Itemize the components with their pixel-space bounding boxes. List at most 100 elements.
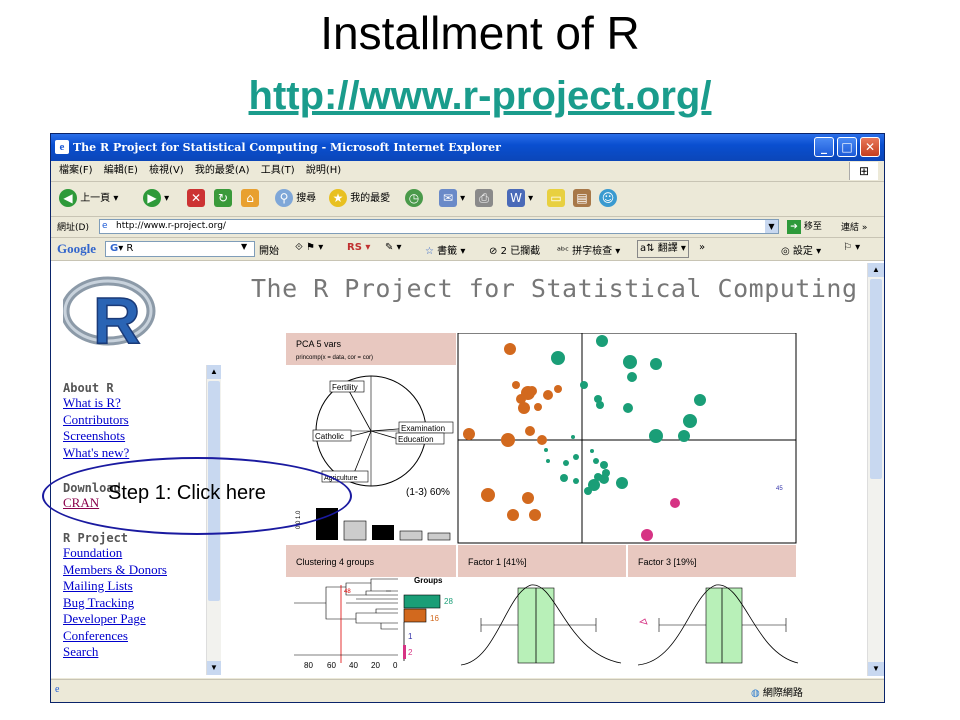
status-bar: e ◍ 網際網路 <box>51 679 884 702</box>
cluster-title: Clustering 4 groups <box>296 557 375 567</box>
main-scroll-up-icon[interactable]: ▲ <box>868 263 884 277</box>
google-logo: Google <box>57 241 96 256</box>
group-bar-2 <box>403 608 427 623</box>
forward-icon: ▶ <box>143 189 161 207</box>
spellcheck-button[interactable]: ᵃᵇᶜ 拼字檢查 ▾ <box>557 246 621 257</box>
main-scroll-thumb[interactable] <box>870 279 882 479</box>
var-catholic: Catholic <box>315 432 344 441</box>
google-dropdown-icon[interactable]: ▼ <box>241 242 248 251</box>
cluster-header <box>286 545 456 577</box>
nav-link-search[interactable]: Search <box>63 644 99 659</box>
standard-toolbar: ◀ 上一頁 ▾ ▶ ▾ ✕ ↻ ⌂ ⚲ 搜尋 ★ 我的最愛 ◷ ✉ ▾ ⎙ W … <box>51 182 884 217</box>
dendro-tick-60: 60 <box>327 661 336 670</box>
popup-blocker[interactable]: ⊘ 2 已攔截 <box>489 246 541 257</box>
back-button[interactable]: ◀ 上一頁 ▾ <box>59 188 118 210</box>
print-icon: ⎙ <box>475 189 493 207</box>
nav-about: About R What is R? Contributors Screensh… <box>63 381 129 461</box>
address-dropdown-icon[interactable]: ▼ <box>765 220 778 233</box>
menu-view[interactable]: 檢視(V) <box>149 165 184 176</box>
dendro-cut-label: 48 <box>344 589 351 595</box>
menu-file[interactable]: 檔案(F) <box>59 165 93 176</box>
go-button[interactable]: ➔ 移至 <box>787 219 822 234</box>
google-tools-icons[interactable]: ⟐ ⚑ ▾ <box>295 242 324 253</box>
search-button[interactable]: ⚲ 搜尋 <box>275 188 316 210</box>
group-count-4: 2 <box>408 648 413 657</box>
var-education: Education <box>398 435 434 444</box>
groups-title: Groups <box>414 576 443 585</box>
factor3-title: Factor 3 [19%] <box>638 557 697 567</box>
more-chevron-icon[interactable]: » <box>699 242 706 253</box>
refresh-icon: ↻ <box>214 189 232 207</box>
discuss-button[interactable]: ▭ <box>547 188 565 210</box>
dendro-tick-0: 0 <box>393 661 398 670</box>
menu-tools[interactable]: 工具(T) <box>260 165 295 176</box>
page-icon: e <box>102 221 108 231</box>
translate-button[interactable]: a⇅ 翻譯 ▾ <box>637 240 689 258</box>
nav-link-developer-page[interactable]: Developer Page <box>63 611 146 626</box>
close-button[interactable]: ✕ <box>860 137 880 157</box>
sidebar-scroll-up-icon[interactable]: ▲ <box>207 365 221 379</box>
research-button[interactable]: ▤ <box>573 188 591 210</box>
nav-link-bug-tracking[interactable]: Bug Tracking <box>63 594 135 610</box>
bookmarks-button[interactable]: ☆ 書籤 ▾ <box>425 246 466 257</box>
address-input[interactable]: e http://www.r-project.org/ ▼ <box>99 219 779 234</box>
menu-edit[interactable]: 編輯(E) <box>103 165 138 176</box>
step-callout-text: Step 1: Click here <box>108 482 266 504</box>
status-zone: ◍ 網際網路 <box>751 688 803 699</box>
var-examination: Examination <box>401 424 445 433</box>
nav-link-conferences[interactable]: Conferences <box>63 627 128 643</box>
stop-button[interactable]: ✕ <box>187 188 205 210</box>
nav-link-screenshots[interactable]: Screenshots <box>63 428 126 443</box>
nav-link-what-is-r[interactable]: What is R? <box>63 395 121 410</box>
word-icon: W <box>507 189 525 207</box>
print-button[interactable]: ⎙ <box>475 188 493 210</box>
factor3-header <box>628 545 796 577</box>
refresh-button[interactable]: ↻ <box>214 188 232 210</box>
group-bar-1 <box>403 594 441 609</box>
group-count-2: 16 <box>430 614 439 623</box>
messenger-button[interactable]: ☺ <box>599 188 617 210</box>
windows-logo-icon: ⊞ <box>849 162 878 180</box>
google-search-value: R <box>126 243 134 254</box>
mail-button[interactable]: ✉ ▾ <box>439 188 465 210</box>
toolbar-menu-icon[interactable]: ⚐ ▾ <box>843 242 861 253</box>
main-scroll-down-icon[interactable]: ▼ <box>868 662 884 676</box>
highlight-button[interactable]: ✎ ▾ <box>385 242 402 253</box>
scree-bar-3 <box>372 525 394 540</box>
google-search-input[interactable]: G▾ R <box>105 241 255 257</box>
main-scrollbar[interactable]: ▲ ▼ <box>867 263 884 676</box>
settings-button[interactable]: ◎ 設定 ▾ <box>781 246 822 257</box>
google-search-button[interactable]: 開始 <box>259 246 279 257</box>
links-button[interactable]: 連結 » <box>841 223 868 233</box>
rs-button[interactable]: RS ▾ <box>347 242 371 253</box>
factor1-outlier <box>639 618 648 625</box>
history-icon: ◷ <box>405 189 423 207</box>
google-toolbar: Google G▾ R ▼ 開始 ⟐ ⚑ ▾ RS ▾ ✎ ▾ ☆ 書籤 ▾ ⊘… <box>51 238 884 261</box>
nav-link-contributors[interactable]: Contributors <box>63 411 129 427</box>
slide-url-link[interactable]: http://www.r-project.org/ <box>248 74 712 118</box>
forward-button[interactable]: ▶ ▾ <box>143 188 169 210</box>
translate-icon: a⇅ <box>640 243 655 254</box>
arrow-fertility <box>347 388 372 432</box>
scree-bar-2 <box>343 520 367 541</box>
bookmark-star-icon: ☆ <box>425 246 434 257</box>
logo-letter: R <box>93 283 141 348</box>
nav-link-mailing-lists[interactable]: Mailing Lists <box>63 578 133 593</box>
history-button[interactable]: ◷ <box>405 188 423 210</box>
menu-help[interactable]: 說明(H) <box>305 165 342 176</box>
nav-link-members-donors[interactable]: Members & Donors <box>63 561 167 577</box>
favorites-button[interactable]: ★ 我的最愛 <box>329 188 390 210</box>
address-label: 網址(D) <box>57 223 89 233</box>
nav-link-whats-new[interactable]: What's new? <box>63 444 130 460</box>
nav-link-foundation[interactable]: Foundation <box>63 545 123 560</box>
minimize-button[interactable]: _ <box>814 137 834 157</box>
site-title: The R Project for Statistical Computing <box>251 274 858 303</box>
address-value: http://www.r-project.org/ <box>116 221 226 231</box>
home-button[interactable]: ⌂ <box>241 188 259 210</box>
maximize-button[interactable]: □ <box>837 137 857 157</box>
home-icon: ⌂ <box>241 189 259 207</box>
menu-favorites[interactable]: 我的最愛(A) <box>194 165 250 176</box>
sidebar-scroll-down-icon[interactable]: ▼ <box>207 661 221 675</box>
edit-button[interactable]: W ▾ <box>507 188 533 210</box>
arrow-education <box>370 430 399 440</box>
